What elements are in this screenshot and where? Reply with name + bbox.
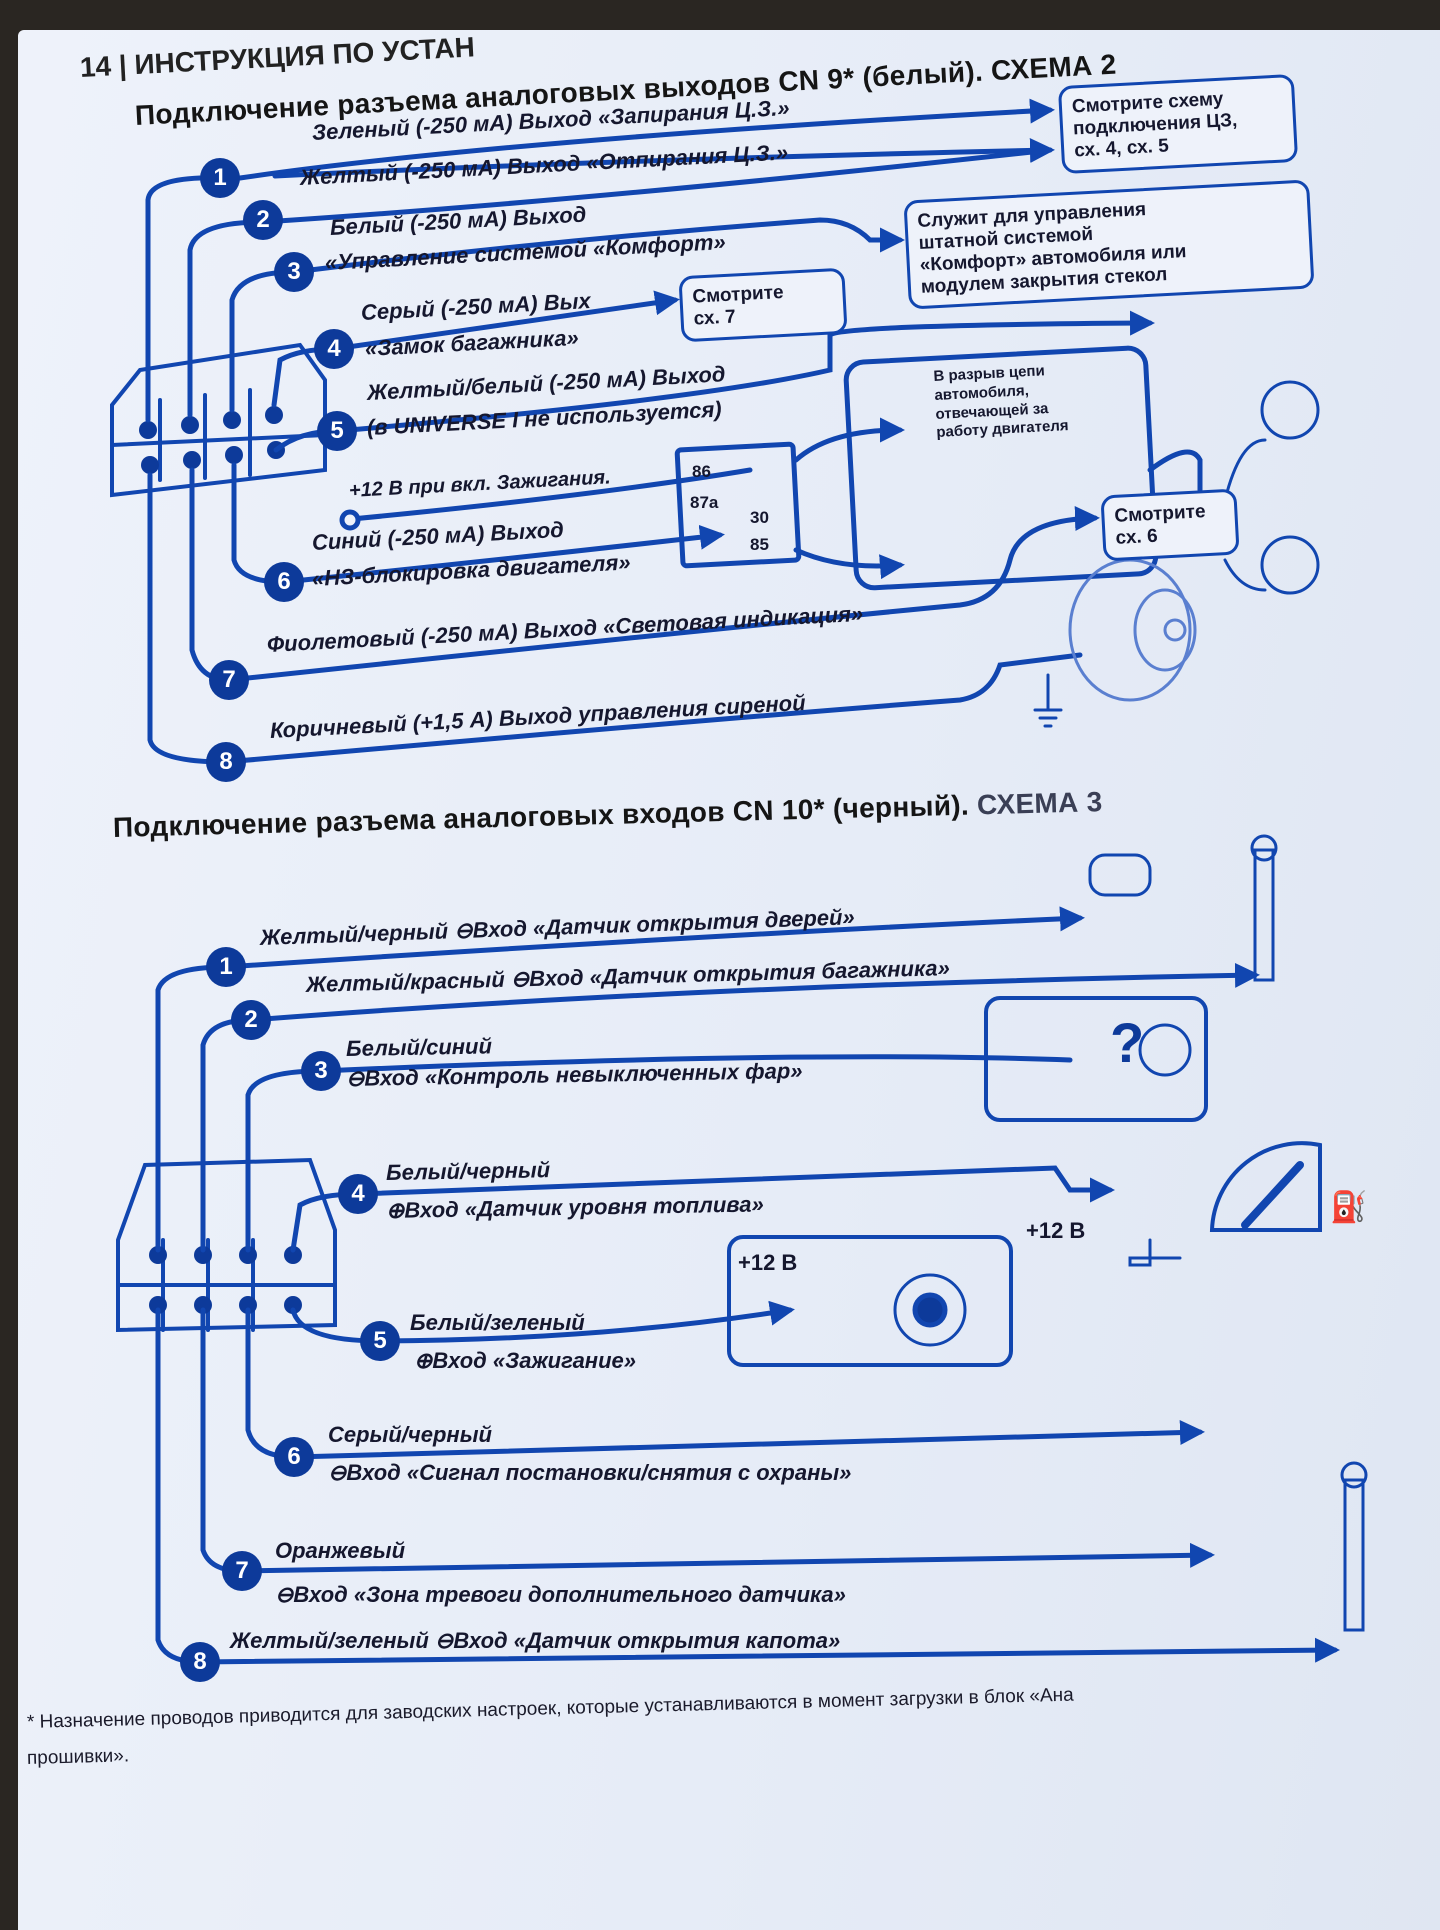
input-badge-6: 6 — [274, 1437, 314, 1477]
note-sx7: Смотрите сх. 7 — [678, 267, 848, 342]
input-label-4: Белый/черный — [385, 1157, 551, 1185]
input-badge-2: 2 — [231, 1000, 271, 1040]
input-badge-3: 3 — [301, 1051, 341, 1091]
siren-icon — [1033, 558, 1197, 728]
input-badge-7: 7 — [222, 1551, 262, 1591]
sensor-icons — [1088, 834, 1368, 1632]
note-sx6: Смотрите сх. 6 — [1100, 488, 1240, 562]
input-label-6b: ⊖Вход «Сигнал постановки/снятия с охраны… — [328, 1460, 852, 1485]
connector-cn9 — [110, 342, 327, 498]
relay-pin-86: 86 — [692, 462, 711, 481]
input-label-5: Белый/зеленый — [410, 1310, 585, 1335]
input-label-7b: ⊖Вход «Зона тревоги дополнительного датч… — [275, 1582, 846, 1607]
input-label-7: Оранжевый — [275, 1538, 406, 1563]
wire-badge-8: 8 — [206, 742, 246, 782]
input-badge-8: 8 — [180, 1642, 220, 1682]
input-badge-1: 1 — [206, 947, 246, 987]
footnote-line-2: прошивки». — [26, 1745, 130, 1769]
note-engine: В разрыв цепи автомобиля, отвечающей за … — [933, 361, 1069, 443]
input-label-8: Желтый/зеленый ⊖Вход «Датчик открытия ка… — [230, 1628, 841, 1653]
scheme2-label: СХЕМА 2 — [990, 48, 1118, 87]
input-label-6: Серый/черный — [328, 1422, 492, 1447]
wire-badge-7: 7 — [209, 660, 249, 700]
ignition-12v-label: +12 В — [738, 1250, 798, 1275]
input-badge-5: 5 — [360, 1321, 400, 1361]
wire-badge-1: 1 — [200, 158, 240, 198]
manual-page — [18, 30, 1440, 1930]
wire-badge-5: 5 — [317, 411, 357, 451]
fuel-12v-label: +12 В — [1026, 1218, 1086, 1243]
input-badge-4: 4 — [338, 1174, 378, 1214]
fuel-pump-icon: ⛽ — [1330, 1191, 1368, 1224]
input-label-3: Белый/синий — [345, 1033, 493, 1061]
input-label-5b: ⊕Вход «Зажигание» — [414, 1348, 636, 1373]
wire-badge-3: 3 — [274, 252, 314, 292]
wire-badge-2: 2 — [243, 200, 283, 240]
scheme3-label: СХЕМА 3 — [976, 786, 1103, 821]
relay-pin-85: 85 — [750, 535, 769, 554]
relay-pin-30: 30 — [750, 508, 769, 527]
note-comfort: Служит для управления штатной системой «… — [903, 179, 1315, 310]
wire-badge-6: 6 — [264, 562, 304, 602]
wire-badge-4: 4 — [314, 329, 354, 369]
question-mark-icon: ? — [1110, 1011, 1145, 1074]
note-cz: Смотрите схему подключения ЦЗ, сх. 4, сх… — [1057, 73, 1299, 174]
page-number: 14 — [79, 50, 112, 83]
note-line: сх. 6 — [1115, 525, 1159, 549]
relay-pin-87a: 87a — [690, 493, 719, 512]
